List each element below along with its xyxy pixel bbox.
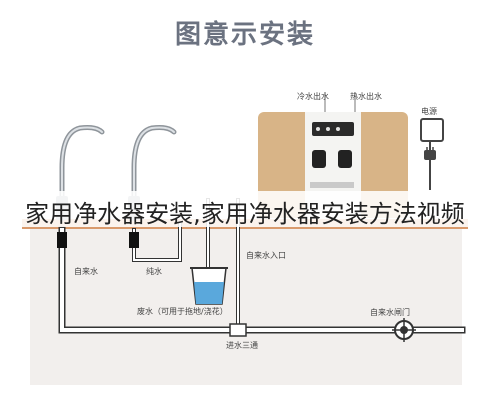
- caption-banner: [0, 191, 490, 227]
- power-label: 电源: [421, 107, 437, 116]
- tee-fitting: [229, 323, 247, 337]
- tap-water-inlet-label: 自来水入口: [246, 251, 286, 260]
- pipe-cap: [57, 232, 67, 248]
- pure-water-label: 纯水: [146, 267, 162, 276]
- hot-outlet-label: 热水出水: [350, 92, 382, 101]
- plug-icon: [424, 147, 436, 190]
- valve-icon: [392, 318, 416, 342]
- page-title: 图意示安装: [174, 20, 315, 50]
- power-socket-frame: [420, 118, 444, 142]
- bucket-icon: [190, 267, 228, 305]
- tap-water-label: 自来水: [74, 267, 98, 276]
- tee-label: 进水三通: [226, 341, 258, 350]
- pipe-cap: [129, 232, 139, 248]
- cold-outlet-label: 冷水出水: [297, 92, 329, 101]
- caption-text: 家用净水器安装,家用净水器安装方法视频: [25, 200, 465, 228]
- waste-water-label: 废水（可用于拖地/浇花）: [137, 307, 228, 316]
- inlet-valve-label: 自来水闸门: [370, 308, 410, 317]
- pipes: [58, 198, 466, 334]
- cabinet-background: [30, 227, 462, 385]
